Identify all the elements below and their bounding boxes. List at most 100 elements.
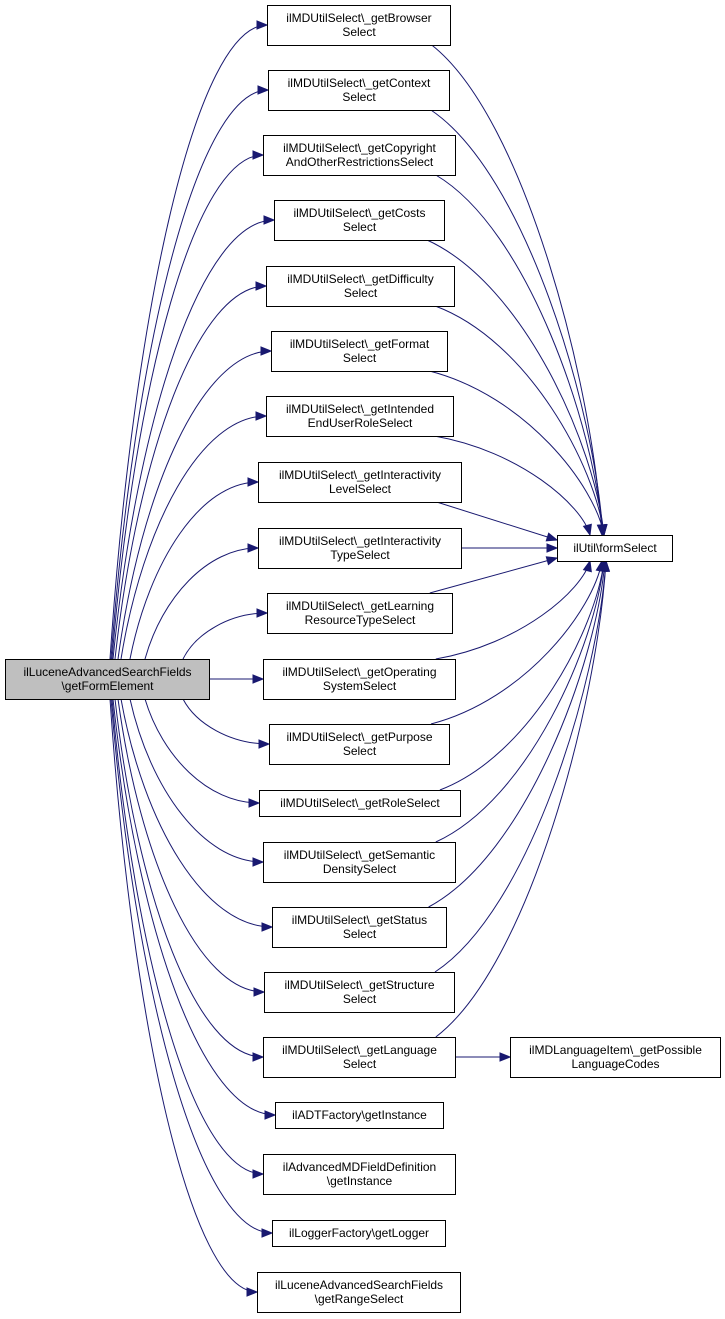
- edge-os-to-formselect: [435, 560, 591, 660]
- node-formselect[interactable]: ilUtil\formSelect: [557, 535, 673, 562]
- edge-root-to-intlevel: [129, 481, 259, 660]
- edge-root-to-context: [110, 89, 269, 660]
- node-box-difficulty: [266, 266, 455, 307]
- node-label-semantic: DensitySelect: [323, 862, 397, 876]
- edge-root-to-costs: [112, 219, 275, 660]
- node-intlevel[interactable]: ilMDUtilSelect\_getInteractivityLevelSel…: [258, 462, 462, 503]
- node-label-language: ilMDUtilSelect\_getLanguage: [282, 1043, 437, 1057]
- node-label-range: \getRangeSelect: [315, 1292, 404, 1306]
- node-label-advmd: \getInstance: [327, 1174, 393, 1188]
- edge-root-to-semantic-arrow: [252, 857, 265, 867]
- edge-format-to-formselect: [429, 370, 605, 536]
- edge-learning-to-formselect-arrow: [545, 556, 559, 566]
- edge-root-to-copyright: [111, 154, 264, 660]
- node-label-browser: ilMDUtilSelect\_getBrowser: [286, 11, 431, 25]
- edge-root-to-role-arrow: [248, 798, 261, 808]
- edge-difficulty-to-formselect: [435, 305, 605, 536]
- edges-layer: [109, 20, 611, 1297]
- node-root[interactable]: ilLuceneAdvancedSearchFields\getFormElem…: [5, 659, 210, 700]
- node-label-context: Select: [342, 90, 376, 104]
- node-box-range: [257, 1272, 461, 1313]
- edge-os-to-formselect-arrow: [582, 559, 592, 573]
- edge-root-to-status-arrow: [261, 922, 274, 932]
- node-label-difficulty: Select: [344, 286, 378, 300]
- node-label-copyright: AndOtherRestrictionsSelect: [286, 155, 434, 169]
- node-label-root: \getFormElement: [61, 679, 154, 693]
- node-label-advmd: ilAdvancedMDFieldDefinition: [283, 1160, 436, 1174]
- edge-root-to-format-arrow: [260, 346, 273, 356]
- node-logger[interactable]: ilLoggerFactory\getLogger: [272, 1220, 446, 1247]
- edge-copyright-to-formselect: [435, 174, 604, 536]
- node-langcodes[interactable]: ilMDLanguageItem\_getPossibleLanguageCod…: [510, 1037, 721, 1078]
- edge-language-to-formselect: [435, 560, 607, 1038]
- edge-root-to-adt: [112, 698, 276, 1116]
- edge-root-to-purpose-arrow: [258, 739, 271, 749]
- node-label-intlevel: ilMDUtilSelect\_getInteractivity: [279, 468, 441, 482]
- node-box-role: [259, 790, 461, 817]
- edge-root-to-context-arrow: [257, 85, 270, 95]
- node-label-semantic: ilMDUtilSelect\_getSemantic: [284, 848, 435, 862]
- node-label-os: ilMDUtilSelect\_getOperating: [282, 665, 436, 679]
- edge-root-to-costs-arrow: [263, 215, 276, 225]
- node-label-adt: ilADTFactory\getInstance: [292, 1108, 427, 1122]
- edge-root-to-copyright-arrow: [252, 150, 265, 160]
- edge-root-to-language-arrow: [252, 1052, 265, 1062]
- node-inttype[interactable]: ilMDUtilSelect\_getInteractivityTypeSele…: [258, 528, 462, 569]
- edge-root-to-range-arrow: [246, 1287, 259, 1297]
- edge-root-to-learning-arrow: [256, 608, 269, 618]
- node-box-costs: [274, 200, 445, 241]
- edge-role-to-formselect: [439, 560, 605, 791]
- edge-root-to-intended-arrow: [255, 411, 268, 421]
- nodes-layer: ilLuceneAdvancedSearchFields\getFormElem…: [5, 5, 721, 1313]
- node-advmd[interactable]: ilAdvancedMDFieldDefinition\getInstance: [263, 1154, 456, 1195]
- edge-learning-to-formselect: [429, 557, 558, 594]
- edge-root-to-adt-arrow: [264, 1110, 277, 1120]
- edge-format-to-formselect-arrow: [597, 523, 607, 537]
- edge-intlevel-to-formselect-arrow: [545, 532, 559, 542]
- node-label-role: ilMDUtilSelect\_getRoleSelect: [280, 796, 440, 810]
- node-role[interactable]: ilMDUtilSelect\_getRoleSelect: [259, 790, 461, 817]
- node-box-os: [263, 659, 456, 700]
- node-label-costs: Select: [343, 220, 377, 234]
- edge-intended-to-formselect: [434, 435, 591, 536]
- edge-root-to-inttype: [144, 547, 259, 660]
- node-box-formselect: [557, 535, 673, 562]
- edge-browser-to-formselect: [431, 44, 603, 536]
- node-box-semantic: [263, 842, 456, 883]
- node-box-intlevel: [258, 462, 462, 503]
- edge-context-to-formselect: [430, 109, 604, 536]
- edge-root-to-intlevel-arrow: [247, 477, 260, 487]
- node-label-structure: ilMDUtilSelect\_getStructure: [284, 978, 434, 992]
- node-copyright[interactable]: ilMDUtilSelect\_getCopyrightAndOtherRest…: [263, 135, 456, 176]
- node-label-formselect: ilUtil\formSelect: [573, 541, 657, 555]
- edge-language-to-formselect-arrow: [600, 559, 611, 572]
- node-label-status: Select: [343, 927, 377, 941]
- node-box-intended: [266, 396, 454, 437]
- node-intended[interactable]: ilMDUtilSelect\_getIntendedEndUserRoleSe…: [266, 396, 454, 437]
- node-adt[interactable]: ilADTFactory\getInstance: [275, 1102, 444, 1129]
- node-label-context: ilMDUtilSelect\_getContext: [288, 76, 431, 90]
- node-label-langcodes: LanguageCodes: [571, 1057, 659, 1071]
- node-range[interactable]: ilLuceneAdvancedSearchFields\getRangeSel…: [257, 1272, 461, 1313]
- edge-structure-to-formselect: [434, 560, 607, 973]
- node-box-purpose: [269, 724, 450, 765]
- node-box-browser: [267, 5, 451, 46]
- edge-root-to-difficulty-arrow: [255, 281, 268, 291]
- node-label-status: ilMDUtilSelect\_getStatus: [292, 913, 427, 927]
- edge-root-to-structure-arrow: [253, 987, 266, 997]
- node-label-costs: ilMDUtilSelect\_getCosts: [293, 206, 425, 220]
- node-learning[interactable]: ilMDUtilSelect\_getLearningResourceTypeS…: [267, 593, 453, 634]
- node-box-langcodes: [510, 1037, 721, 1078]
- node-label-logger: ilLoggerFactory\getLogger: [289, 1226, 429, 1240]
